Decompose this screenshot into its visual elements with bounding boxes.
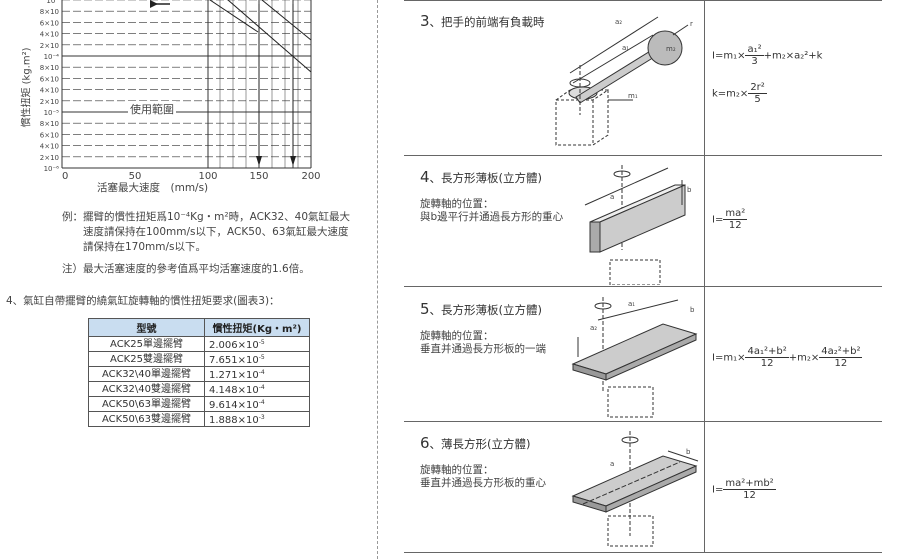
cell-inertia: 1.888×10-3 xyxy=(204,411,310,427)
chart-grid xyxy=(61,0,312,169)
cell-inertia: 7.651×10-5 xyxy=(204,351,310,367)
curve-line-2 xyxy=(227,0,312,73)
x-tick-label: 0 xyxy=(62,171,68,182)
col-inertia: 慣性扭矩(Kg・m²) xyxy=(204,318,310,337)
arrow-100-head xyxy=(256,156,262,166)
cell-inertia: 4.148×10-4 xyxy=(204,381,310,397)
row-border xyxy=(404,286,882,287)
y-tick-label: 8×10 xyxy=(40,8,59,16)
cell-model: ACK50\63單邊擺臂 xyxy=(88,396,205,412)
case4-axis-desc: 旋轉軸的位置：與b邊平行并通過長方形的重心 xyxy=(420,198,564,223)
row-border xyxy=(404,421,882,422)
case3-label-a2: a₂ xyxy=(615,18,623,26)
y-tick-label: 8×10 xyxy=(40,120,59,128)
case4-label-b: b xyxy=(687,186,692,194)
x-tick-label: 150 xyxy=(249,171,268,182)
case5-diagram xyxy=(571,297,698,418)
case3-diagram xyxy=(555,16,689,146)
y-tick-label: 2×10 xyxy=(40,42,59,50)
case5-title: 5、長方形薄板(立方體) xyxy=(420,300,543,318)
chart-x-tick-labels: 0 50 100 150 200 xyxy=(62,171,321,182)
section4-heading: 4、氣缸自帶擺臂的繞氣缸旋轉軸的慣性扭矩要求(圖表3)： xyxy=(6,295,280,307)
curve-line-3 xyxy=(261,0,312,41)
cell-model: ACK32\40單邊擺臂 xyxy=(88,366,205,382)
cell-inertia: 9.614×10-4 xyxy=(204,396,310,412)
y-tick-label: 8×10 xyxy=(40,64,59,72)
column-divider xyxy=(377,0,378,559)
case4-diagram xyxy=(584,165,686,285)
arrow-top-head xyxy=(150,0,158,8)
cell-inertia: 1.271×10-4 xyxy=(204,366,310,382)
example-note: 例：擺臂的慣性扭矩爲10⁻⁴Kg・m²時，ACK32、40氣缸最大 速度請保持在… xyxy=(62,211,351,253)
case3-label-m1: m₁ xyxy=(628,92,638,100)
case4-label-a: a xyxy=(610,193,615,201)
cell-inertia: 2.006×10-5 xyxy=(204,336,310,352)
y-tick-label: 2×10 xyxy=(40,154,59,162)
row-border xyxy=(404,155,882,156)
chart-y-axis-label: 慣性扭矩 (kg.m²) xyxy=(21,47,33,128)
case6-label-a: a xyxy=(610,460,615,468)
arrow-170-head xyxy=(290,156,296,166)
y-tick-label: 6×10 xyxy=(40,131,59,139)
inertia-chart: 10⁻ 8×10 6×10 4×10 2×10 10⁻⁴ 8×10 6×10 4×10 2×10 1… xyxy=(40,0,321,182)
case5-label-a2: a₂ xyxy=(590,324,598,332)
x-tick-label: 100 xyxy=(198,171,217,182)
case3-label-a1: a₁ xyxy=(622,44,630,52)
curve-line-1 xyxy=(209,0,259,33)
col-model: 型號 xyxy=(88,318,205,337)
cell-model: ACK50\63雙邊擺臂 xyxy=(88,411,205,427)
case3-title: 3、把手的前端有負載時 xyxy=(420,12,545,30)
y-tick-label: 10⁻⁴ xyxy=(44,53,60,61)
y-tick-label: 10⁻ xyxy=(46,0,59,5)
case5-label-b: b xyxy=(690,306,695,314)
case6-diagram xyxy=(571,431,699,547)
x-tick-label: 50 xyxy=(129,171,142,182)
case5-label-a1: a₁ xyxy=(628,300,636,308)
case4-title: 4、長方形薄板(立方體) xyxy=(420,168,543,186)
y-tick-label: 10⁻⁶ xyxy=(44,165,60,173)
case6-label-b: b xyxy=(686,448,691,456)
y-tick-label: 4×10 xyxy=(40,31,59,39)
cell-model: ACK25雙邊擺臂 xyxy=(88,351,205,367)
cell-model: ACK25單邊擺臂 xyxy=(88,336,205,352)
case5-axis-desc: 旋轉軸的位置：垂直并通過長方形板的一端 xyxy=(420,330,546,355)
y-tick-label: 6×10 xyxy=(40,19,59,27)
cell-model: ACK32\40雙邊擺臂 xyxy=(88,381,205,397)
y-tick-label: 2×10 xyxy=(40,98,59,106)
case3-label-m2: m₂ xyxy=(666,45,676,53)
y-tick-label: 4×10 xyxy=(40,143,59,151)
y-tick-label: 4×10 xyxy=(40,87,59,95)
row-border xyxy=(404,0,882,1)
y-tick-label: 10⁻⁵ xyxy=(44,109,60,117)
column-border xyxy=(704,0,705,552)
chart-y-tick-labels: 10⁻ 8×10 6×10 4×10 2×10 10⁻⁴ 8×10 6×10 4×10 2×10 1… xyxy=(40,0,60,173)
chart-usage-label: 使用範圍 xyxy=(128,101,176,117)
case3-label-r: r xyxy=(690,20,693,28)
chart-x-axis-label: 活塞最大速度 (mm/s) xyxy=(97,182,209,194)
x-tick-label: 200 xyxy=(301,171,320,182)
y-tick-label: 6×10 xyxy=(40,75,59,83)
case6-axis-desc: 旋轉軸的位置：垂直并通過長方形板的重心 xyxy=(420,464,546,489)
case6-title: 6、薄長方形(立方體) xyxy=(420,434,531,452)
speed-note: 注）最大活塞速度的參考值爲平均活塞速度的1.6倍。 xyxy=(62,263,310,275)
row-border xyxy=(404,552,882,553)
